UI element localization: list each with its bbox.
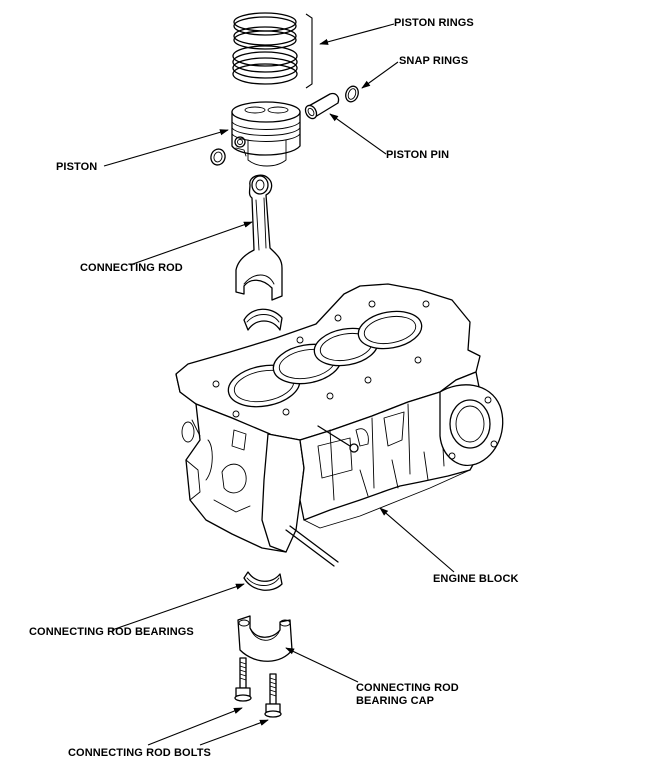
bearing-cap-part (237, 615, 293, 662)
snap-ring-left-part (210, 148, 226, 166)
label-piston-pin: PISTON PIN (386, 149, 450, 161)
engine-block-part (175, 283, 504, 567)
label-connecting-rod: CONNECTING ROD (80, 262, 183, 274)
leader-lines (103, 23, 455, 746)
piston-part (231, 101, 301, 167)
connecting-rod-bolts-part (234, 657, 282, 718)
label-connecting-rod-bearings: CONNECTING ROD BEARINGS (29, 626, 194, 638)
label-connecting-rod-bolts: CONNECTING ROD BOLTS (68, 747, 211, 759)
label-piston-rings: PISTON RINGS (394, 17, 474, 29)
lower-bearing-shell-part (243, 571, 283, 591)
upper-bearing-shell-part (243, 308, 283, 331)
connecting-rod-part (235, 174, 283, 301)
label-snap-rings: SNAP RINGS (399, 55, 469, 67)
label-piston: PISTON (56, 161, 98, 173)
snap-ring-right-part (345, 85, 359, 103)
label-engine-block: ENGINE BLOCK (433, 573, 519, 585)
piston-rings-part (232, 12, 313, 89)
piston-pin-part (304, 92, 340, 120)
label-bearing-cap-line1: CONNECTING ROD (356, 682, 459, 694)
label-bearing-cap-line2: BEARING CAP (356, 695, 435, 707)
